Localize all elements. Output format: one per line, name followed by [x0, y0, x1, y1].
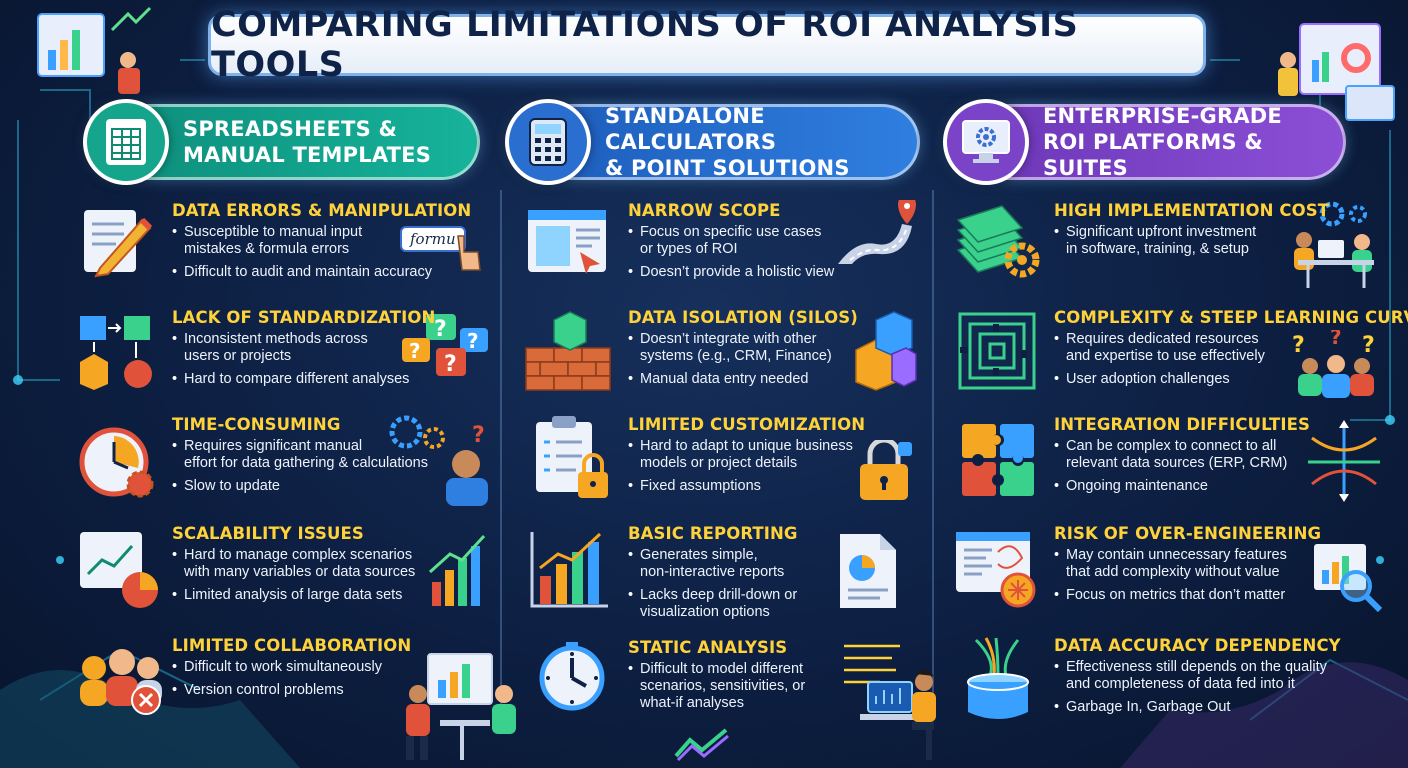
limitation-bullet: Hard to compare different analyses — [172, 371, 492, 388]
limitation-card: LIMITED CUSTOMIZATION Hard to adapt to u… — [628, 415, 948, 501]
limitation-title: LACK OF STANDARDIZATION — [172, 308, 436, 327]
limitation-card: COMPLEXITY & STEEP LEARNING CURVE Requir… — [1054, 308, 1408, 394]
limitation-bullet: Garbage In, Garbage Out — [1054, 699, 1374, 716]
limitation-bullet: Doesn’t integrate with other systems (e.… — [628, 331, 948, 365]
limitation-card: SCALABILITY ISSUES Hard to manage comple… — [172, 524, 492, 610]
column-divider — [500, 190, 502, 710]
limitation-bullet: Effectiveness still depends on the quali… — [1054, 659, 1374, 693]
limitation-bullet: Version control problems — [172, 682, 492, 699]
limitation-bullet: Susceptible to manual input mistakes & f… — [172, 224, 492, 258]
limitation-bullet: Significant upfront investment in softwa… — [1054, 224, 1374, 258]
column-header-calculators: STANDALONE CALCULATORS & POINT SOLUTIONS — [505, 99, 920, 185]
column-header-label: ENTERPRISE-GRADE ROI PLATFORMS & SUITES — [1043, 104, 1282, 180]
limitation-bullet: Hard to manage complex scenarios with ma… — [172, 547, 492, 581]
limitation-bullet: Hard to adapt to unique business models … — [628, 438, 948, 472]
limitation-title: DATA ACCURACY DEPENDENCY — [1054, 636, 1341, 655]
limitation-bullet: Limited analysis of large data sets — [172, 587, 492, 604]
limitation-bullet: Difficult to audit and maintain accuracy — [172, 264, 492, 281]
data-funnel-icon — [967, 637, 1029, 719]
limitation-title: LIMITED CUSTOMIZATION — [628, 415, 866, 434]
limitation-bullet: Doesn’t provide a holistic view — [628, 264, 948, 281]
checklist-lock-icon — [536, 416, 608, 498]
limitation-card: DATA ACCURACY DEPENDENCY Effectiveness s… — [1054, 636, 1374, 722]
column-header-spreadsheets: SPREADSHEETS & MANUAL TEMPLATES — [83, 99, 480, 185]
limitation-bullet: Slow to update — [172, 478, 492, 495]
maze-icon — [958, 312, 1036, 390]
limitation-bullet: May contain unnecessary features that ad… — [1054, 547, 1374, 581]
limitation-title: SCALABILITY ISSUES — [172, 524, 364, 543]
limitation-bullet: Focus on metrics that don’t matter — [1054, 587, 1374, 604]
clock-gear-icon — [79, 427, 154, 498]
limitation-title: DATA ERRORS & MANIPULATION — [172, 201, 472, 220]
limitation-bullet: Difficult to model different scenarios, … — [628, 661, 948, 712]
limitation-card: DATA ERRORS & MANIPULATION Susceptible t… — [172, 201, 492, 287]
column-header-label: SPREADSHEETS & MANUAL TEMPLATES — [183, 117, 432, 167]
bar-chart-icon — [530, 532, 608, 608]
limitation-bullet: User adoption challenges — [1054, 371, 1374, 388]
limitation-bullet: Can be complex to connect to all relevan… — [1054, 438, 1374, 472]
limitation-card: BASIC REPORTING Generates simple, non-in… — [628, 524, 948, 627]
column-header-label: STANDALONE CALCULATORS & POINT SOLUTIONS — [605, 104, 850, 180]
stopwatch-icon — [539, 642, 605, 711]
title-banner: COMPARING LIMITATIONS OF ROI ANALYSIS TO… — [208, 5, 1206, 85]
puzzle-pieces-icon — [962, 424, 1034, 496]
limitation-bullet: Manual data entry needed — [628, 371, 948, 388]
limitation-title: BASIC REPORTING — [628, 524, 798, 543]
pencil-document-icon — [84, 210, 152, 278]
limitation-title: NARROW SCOPE — [628, 201, 781, 220]
monitor-gear-icon — [943, 99, 1029, 185]
limitation-bullet: Lacks deep drill-down or visualization o… — [628, 587, 948, 621]
spreadsheet-icon — [83, 99, 169, 185]
calculator-icon — [505, 99, 591, 185]
limitation-bullet: Inconsistent methods across users or pro… — [172, 331, 492, 365]
limitation-bullet: Requires dedicated resources and experti… — [1054, 331, 1374, 365]
limitation-title: DATA ISOLATION (SILOS) — [628, 308, 858, 327]
limitation-bullet: Ongoing maintenance — [1054, 478, 1374, 495]
limitation-title: TIME-CONSUMING — [172, 415, 341, 434]
limitation-title: HIGH IMPLEMENTATION COST — [1054, 201, 1330, 220]
money-gear-icon — [956, 205, 1040, 278]
limitation-card: NARROW SCOPE Focus on specific use cases… — [628, 201, 948, 287]
team-error-icon — [80, 649, 162, 715]
limitation-card: STATIC ANALYSIS Difficult to model diffe… — [628, 638, 948, 718]
limitation-bullet: Difficult to work simultaneously — [172, 659, 492, 676]
column-header-enterprise: ENTERPRISE-GRADE ROI PLATFORMS & SUITES — [943, 99, 1346, 185]
limitation-bullet: Requires significant manual effort for d… — [172, 438, 492, 472]
chart-pie-icon — [80, 532, 158, 608]
limitation-title: RISK OF OVER-ENGINEERING — [1054, 524, 1322, 543]
browser-window-icon — [528, 210, 606, 274]
brick-wall-cube-icon — [525, 311, 611, 391]
limitation-title: COMPLEXITY & STEEP LEARNING CURVE — [1054, 308, 1408, 327]
limitation-bullet: Focus on specific use cases or types of … — [628, 224, 948, 258]
limitation-card: LIMITED COLLABORATION Difficult to work … — [172, 636, 492, 705]
limitation-title: STATIC ANALYSIS — [628, 638, 788, 657]
limitation-card: DATA ISOLATION (SILOS) Doesn’t integrate… — [628, 308, 948, 394]
trend-line-icon — [674, 728, 729, 762]
limitation-bullet: Fixed assumptions — [628, 478, 948, 495]
limitation-title: INTEGRATION DIFFICULTIES — [1054, 415, 1310, 434]
limitation-bullet: Generates simple, non-interactive report… — [628, 547, 948, 581]
limitation-card: HIGH IMPLEMENTATION COST Significant upf… — [1054, 201, 1374, 264]
limitation-card: INTEGRATION DIFFICULTIES Can be complex … — [1054, 415, 1374, 501]
complex-dashboard-icon — [956, 532, 1036, 608]
page-title: COMPARING LIMITATIONS OF ROI ANALYSIS TO… — [211, 5, 1079, 85]
limitation-card: LACK OF STANDARDIZATION Inconsistent met… — [172, 308, 492, 394]
limitation-card: RISK OF OVER-ENGINEERING May contain unn… — [1054, 524, 1374, 610]
corner-dashboard-illustration-left — [37, 6, 152, 94]
limitation-title: LIMITED COLLABORATION — [172, 636, 412, 655]
limitation-card: TIME-CONSUMING Requires significant manu… — [172, 415, 492, 501]
workflow-shapes-icon — [80, 316, 152, 390]
